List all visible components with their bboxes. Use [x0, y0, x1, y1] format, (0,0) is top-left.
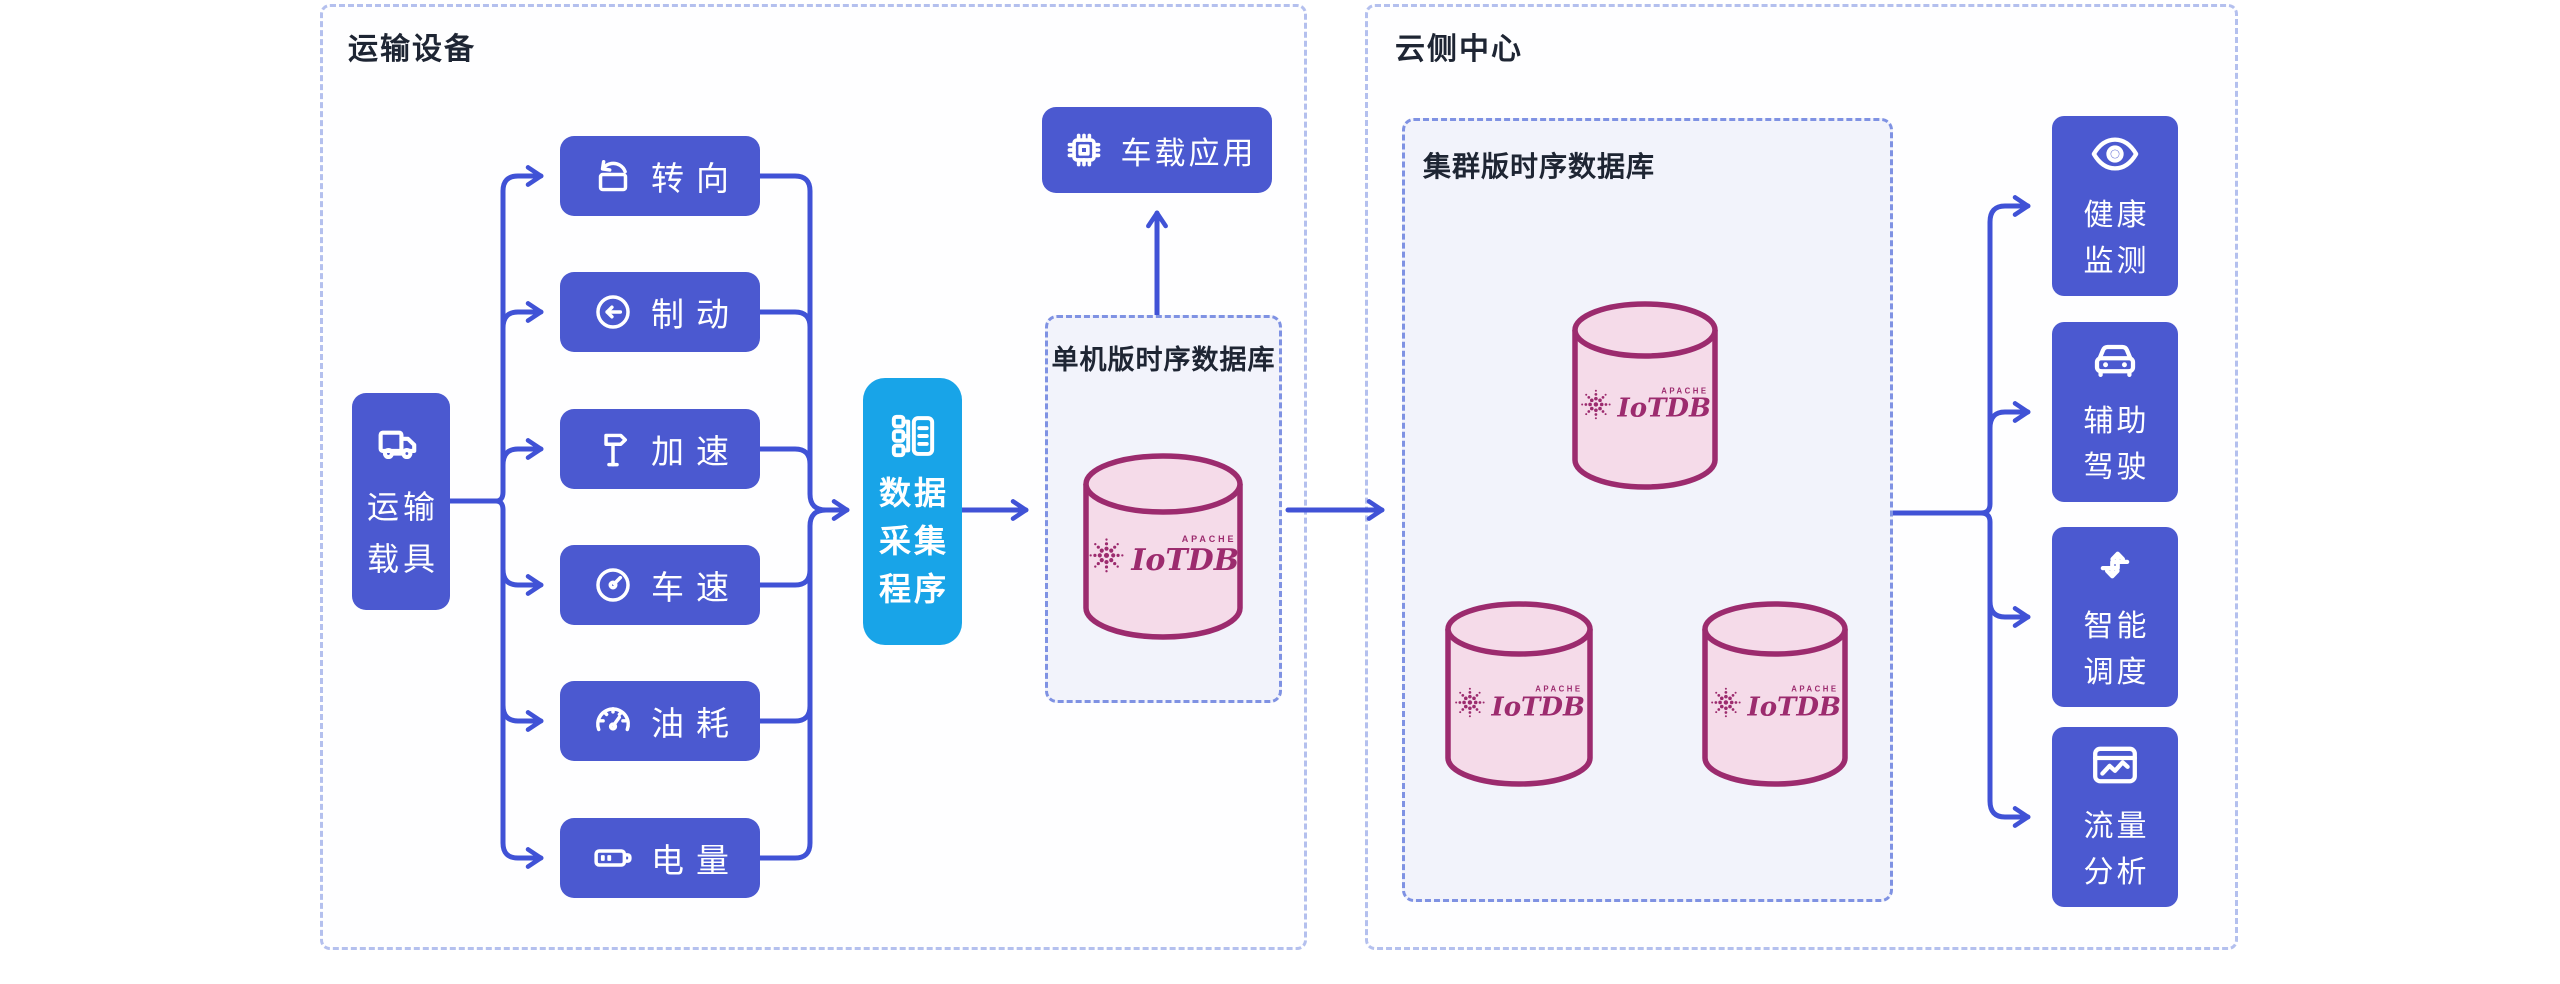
metric-node-fuel: 油耗: [560, 681, 760, 761]
signpost-icon: [591, 427, 635, 471]
vehicle-app-label: 车载应用: [1120, 135, 1257, 171]
collector-label: 数据采集程序: [878, 474, 949, 607]
service-node-smart-dispatch: 智能调度: [2052, 527, 2178, 707]
metric-label: 加速: [651, 433, 741, 470]
dispatch-arrows-icon: [2088, 538, 2142, 592]
car-icon: [2088, 333, 2142, 387]
service-label: 流量分析: [2083, 809, 2150, 890]
brake-icon: [591, 290, 635, 334]
data-collector-node: 数据采集程序: [863, 378, 962, 645]
metric-node-brake: 制动: [560, 272, 760, 352]
cluster-db-title: 集群版时序数据库: [1423, 151, 1656, 182]
service-node-assisted-driving: 辅助驾驶: [2052, 322, 2178, 502]
apache-label: APACHE: [1181, 534, 1237, 545]
metric-node-speed: 车速: [560, 545, 760, 625]
iotdb-label: IoTDB: [1131, 542, 1240, 578]
standalone-db-title: 单机版时序数据库: [1051, 345, 1276, 375]
metric-label: 制动: [651, 296, 741, 333]
cloud-section-title: 云侧中心: [1395, 33, 1523, 66]
metric-node-battery: 电量: [560, 818, 760, 898]
iotdb-starburst-icon: [1453, 686, 1487, 720]
iotdb-label: IoTDB: [1617, 393, 1711, 424]
metric-label: 油耗: [651, 705, 741, 742]
iotdb-starburst-icon: [1087, 536, 1126, 575]
iotdb-label: IoTDB: [1491, 692, 1585, 723]
speedometer-icon: [591, 563, 635, 607]
edge-section-title: 运输设备: [348, 33, 476, 66]
traffic-chart-icon: [2088, 738, 2142, 792]
chip-icon: [1061, 127, 1107, 173]
steering-icon: [591, 154, 635, 198]
truck-icon: [375, 418, 427, 470]
iotdb-starburst-icon: [1579, 388, 1613, 422]
iotdb-label: IoTDB: [1747, 692, 1841, 723]
metric-node-accelerate: 加速: [560, 409, 760, 489]
service-node-traffic-analysis: 流量分析: [2052, 727, 2178, 907]
apache-label: APACHE: [1661, 386, 1709, 396]
apache-label: APACHE: [1791, 684, 1839, 694]
iotdb-starburst-icon: [1709, 686, 1743, 720]
service-node-health-monitor: 健康监测: [2052, 116, 2178, 296]
battery-icon: [591, 836, 635, 880]
metric-node-steering: 转向: [560, 136, 760, 216]
service-label: 健康监测: [2083, 198, 2150, 279]
vehicle-app-node: 车载应用: [1042, 107, 1272, 193]
apache-label: APACHE: [1535, 684, 1583, 694]
service-label: 智能调度: [2083, 609, 2150, 690]
data-collect-icon: [888, 411, 938, 461]
metric-label: 转向: [651, 160, 741, 197]
eye-icon: [2088, 127, 2142, 181]
service-label: 辅助驾驶: [2083, 404, 2150, 485]
metric-label: 电量: [651, 842, 741, 879]
gauge-icon: [591, 699, 635, 743]
vehicle-label: 运输载具: [366, 488, 439, 577]
metric-label: 车速: [651, 569, 741, 606]
vehicle-node: 运输载具: [352, 393, 450, 610]
